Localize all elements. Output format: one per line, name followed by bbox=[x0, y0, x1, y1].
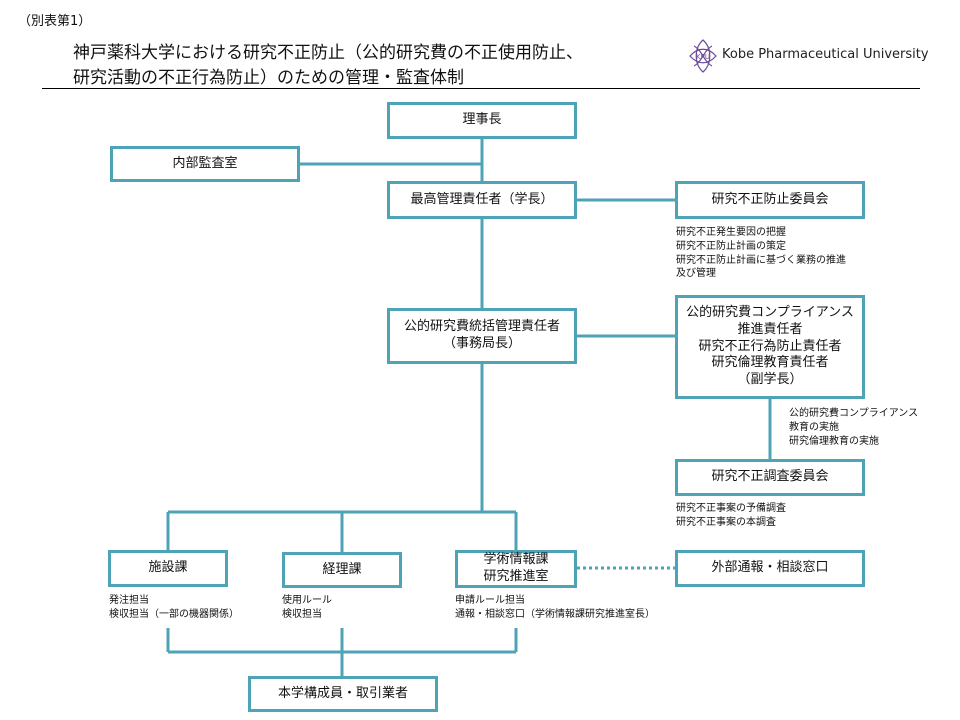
box-compliance-officer-line-5: （副学長） bbox=[737, 372, 803, 388]
box-internal-audit: 内部監査室 bbox=[110, 146, 300, 182]
note-investigation-duties: 研究不正事案の予備調査 研究不正事案の本調査 bbox=[676, 502, 786, 530]
box-compliance-officer: 公的研究費コンプライアンス 推進責任者 研究不正行為防止責任者 研究倫理教育責任… bbox=[675, 295, 865, 399]
note-facilities-duties: 発注担当 検収担当（一部の機器関係） bbox=[109, 594, 239, 622]
page-title-line-1: 神戸薬科大学における研究不正防止（公的研究費の不正使用防止、 bbox=[73, 43, 583, 63]
university-emblem-icon: KPU bbox=[689, 39, 717, 73]
box-external-report-desk: 外部通報・相談窓口 bbox=[675, 550, 865, 587]
box-accounting-section-line-1: 経理課 bbox=[322, 561, 362, 577]
note-prevention-duties: 研究不正発生要因の把握 研究不正防止計画の策定 研究不正防止計画に基づく業務の推… bbox=[676, 226, 846, 281]
document-label: （別表第1） bbox=[18, 14, 92, 29]
box-academic-info-section-line-2: 研究推進室 bbox=[483, 569, 549, 584]
note-accounting-duties: 使用ルール 検収担当 bbox=[282, 594, 332, 622]
box-president-line-1: 最高管理責任者（学長） bbox=[410, 191, 554, 207]
box-president: 最高管理責任者（学長） bbox=[387, 181, 577, 219]
university-name: Kobe Pharmaceutical University bbox=[722, 47, 929, 62]
box-accounting-section: 経理課 bbox=[282, 552, 402, 588]
box-facilities-section: 施設課 bbox=[108, 550, 228, 587]
box-compliance-officer-line-2: 推進責任者 bbox=[737, 321, 803, 337]
note-facilities-duties-line-2: 検収担当（一部の機器関係） bbox=[109, 608, 239, 620]
box-prevention-committee: 研究不正防止委員会 bbox=[675, 181, 865, 219]
box-compliance-officer-line-4: 研究倫理教育責任者 bbox=[711, 355, 829, 371]
note-investigation-duties-line-1: 研究不正事案の予備調査 bbox=[676, 503, 786, 514]
university-logo: KPU Kobe Pharmaceutical University bbox=[688, 38, 929, 74]
header-divider bbox=[42, 88, 920, 89]
page-title-line-2: 研究活動の不正行為防止）のための管理・監査体制 bbox=[73, 68, 464, 88]
box-investigation-committee-line-1: 研究不正調査委員会 bbox=[711, 469, 829, 485]
note-accounting-duties-line-2: 検収担当 bbox=[282, 608, 322, 620]
note-compliance-duties: 公的研究費コンプライアンス 教育の実施 研究倫理教育の実施 bbox=[789, 407, 918, 448]
box-external-report-desk-line-1: 外部通報・相談窓口 bbox=[711, 560, 829, 576]
note-investigation-duties-line-2: 研究不正事案の本調査 bbox=[676, 516, 776, 528]
note-prevention-duties-line-4: 及び管理 bbox=[676, 268, 716, 280]
note-academic-duties: 申請ルール担当 通報・相談窓口（学術情報課研究推進室長） bbox=[455, 594, 655, 622]
note-compliance-duties-line-2: 教育の実施 bbox=[789, 421, 839, 433]
box-members-and-vendors-line-1: 本学構成員・取引業者 bbox=[277, 685, 408, 701]
box-compliance-officer-line-3: 研究不正行為防止責任者 bbox=[698, 338, 842, 354]
svg-text:KPU: KPU bbox=[696, 53, 710, 61]
box-general-manager-line-1: 公的研究費統括管理責任者 bbox=[403, 319, 560, 335]
box-investigation-committee: 研究不正調査委員会 bbox=[675, 459, 865, 496]
box-chairman: 理事長 bbox=[387, 102, 577, 139]
note-compliance-duties-line-3: 研究倫理教育の実施 bbox=[789, 435, 879, 447]
note-accounting-duties-line-1: 使用ルール bbox=[282, 595, 332, 606]
note-academic-duties-line-2: 通報・相談窓口（学術情報課研究推進室長） bbox=[455, 608, 655, 620]
box-internal-audit-line-1: 内部監査室 bbox=[172, 155, 238, 171]
box-chairman-line-1: 理事長 bbox=[462, 112, 502, 128]
note-compliance-duties-line-1: 公的研究費コンプライアンス bbox=[789, 408, 919, 419]
note-academic-duties-line-1: 申請ルール担当 bbox=[455, 595, 525, 606]
note-prevention-duties-line-3: 研究不正防止計画に基づく業務の推進 bbox=[676, 254, 846, 266]
box-academic-info-section: 学術情報課 研究推進室 bbox=[455, 550, 577, 588]
note-prevention-duties-line-2: 研究不正防止計画の策定 bbox=[676, 240, 786, 252]
box-compliance-officer-line-1: 公的研究費コンプライアンス bbox=[686, 304, 854, 320]
note-prevention-duties-line-1: 研究不正発生要因の把握 bbox=[676, 227, 786, 238]
box-general-manager-line-2: （事務局長） bbox=[442, 336, 521, 351]
box-general-manager: 公的研究費統括管理責任者 （事務局長） bbox=[387, 308, 577, 364]
box-facilities-section-line-1: 施設課 bbox=[148, 560, 188, 576]
box-academic-info-section-line-1: 学術情報課 bbox=[483, 552, 549, 568]
box-prevention-committee-line-1: 研究不正防止委員会 bbox=[711, 191, 829, 207]
box-members-and-vendors: 本学構成員・取引業者 bbox=[248, 676, 438, 712]
note-facilities-duties-line-1: 発注担当 bbox=[109, 595, 149, 606]
